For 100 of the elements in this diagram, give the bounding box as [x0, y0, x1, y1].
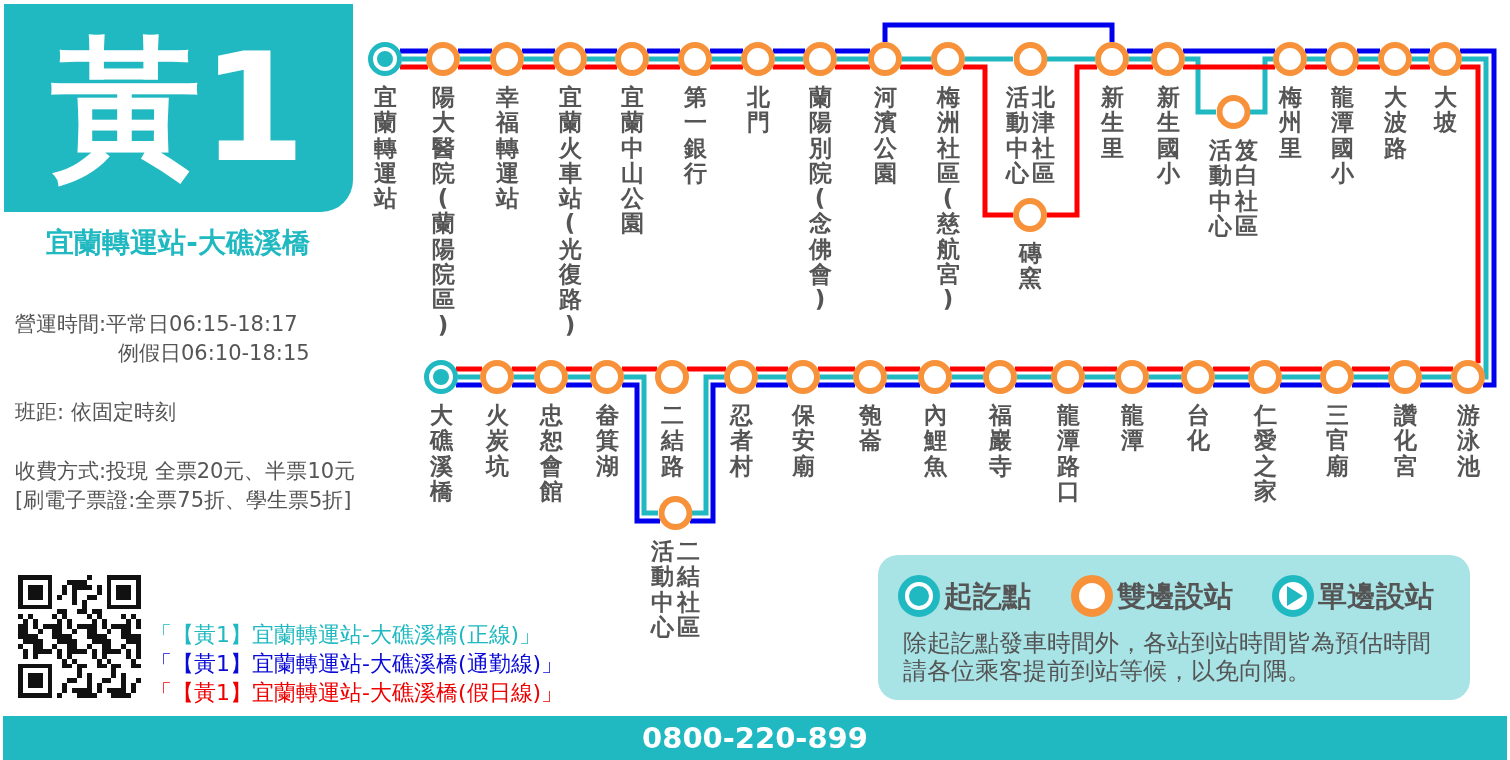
stop-name: 宜蘭中山公園 [620, 85, 644, 237]
route-line [882, 22, 1115, 42]
route-line [687, 366, 726, 372]
stop-name: 龍潭國小 [1330, 85, 1354, 187]
route-line [952, 374, 983, 380]
stop-name: 宜蘭火車站(光復路) [558, 85, 582, 338]
route-variant-text: 「【黃1】宜蘭轉運站-大礁溪橋(正線)」 [150, 622, 542, 649]
stop-name: 畚箕湖 [595, 403, 619, 479]
stop-name: 蘭陽別院(念佛會) [808, 85, 832, 313]
route-line [1410, 48, 1430, 54]
route-line [837, 56, 868, 62]
route-line [1420, 382, 1453, 388]
route-line [1185, 56, 1216, 115]
route-line [460, 56, 490, 62]
route-line [1410, 64, 1430, 70]
route-line [692, 374, 724, 516]
stop-name: 游泳池 [1456, 403, 1480, 479]
route-line [756, 366, 788, 372]
stop-name: 磚窯 [1018, 241, 1042, 292]
stop-name: 福巖寺 [988, 403, 1012, 479]
stop-name: 大坡 [1433, 85, 1457, 136]
route-line [1352, 382, 1390, 388]
route-line [887, 374, 918, 380]
stop-name: 梅州里 [1278, 85, 1302, 161]
stop-name: 新生里 [1100, 85, 1124, 161]
stop-name: 梅洲社區(慈航宮) [936, 85, 960, 313]
notice-text: 除起訖點發車時間外，各站到站時間皆為預估時間請各位乘客提前到站等候，以免向隅。 [903, 629, 1432, 686]
route-line [1460, 64, 1481, 364]
route-line [458, 374, 480, 380]
route-line [400, 48, 428, 54]
route-line [1183, 64, 1275, 70]
legend-label: 單邊設站 [1318, 578, 1434, 614]
route-line [775, 56, 803, 62]
route-line [647, 48, 680, 54]
stop-name: 二結路 [660, 403, 684, 479]
route-variant-text: 「【黃1】宜蘭轉運站-大礁溪橋(假日線)」 [150, 680, 564, 707]
stop-name: 忍者村 [729, 403, 753, 479]
route-line [1462, 56, 1489, 380]
route-line [963, 64, 1013, 218]
route-line [522, 48, 555, 54]
stop-name: 三官廟 [1325, 403, 1349, 479]
route-line [1213, 382, 1250, 388]
stop-name: 保安廟 [791, 403, 815, 479]
headway-text: 班距: 依固定時刻 [15, 400, 176, 426]
stop-name: 匏崙 [858, 403, 882, 454]
fare-text: [刷電子票證:全票75折、學生票5折] [15, 488, 352, 514]
route-line [622, 382, 660, 524]
route-line [566, 382, 592, 388]
route-line [820, 374, 853, 380]
route-line [1280, 382, 1322, 388]
route-line [1047, 64, 1097, 218]
route-line [1412, 56, 1428, 62]
route-line [1215, 374, 1248, 380]
route-line [690, 382, 726, 524]
route-line [402, 56, 426, 62]
route-line [773, 64, 805, 70]
route-line [514, 374, 534, 380]
phone-number: 0800-220-899 [642, 721, 868, 756]
fare-text: 收費方式:投現 全票20元、半票10元 [15, 459, 356, 485]
route-line [818, 366, 855, 372]
route-line [1357, 64, 1380, 70]
stop-name: 忠恕會館 [539, 403, 563, 505]
route-line [568, 374, 590, 380]
route-line [773, 48, 805, 54]
route-line [1213, 366, 1250, 372]
stop-name: 大礁溪橋 [429, 403, 453, 505]
route-line [885, 366, 920, 372]
route-line [1282, 374, 1320, 380]
route-line [585, 48, 617, 54]
route-line [458, 48, 492, 54]
route-line [1357, 48, 1380, 54]
route-line [1354, 374, 1388, 380]
stop-name: 陽大醫院(蘭陽院區) [431, 85, 455, 338]
stop-name: 北門 [746, 85, 770, 136]
stop-name: 二結社區活動中心 [650, 539, 700, 641]
route-line [587, 56, 615, 62]
route-line [1127, 48, 1153, 54]
legend-label: 起訖點 [944, 578, 1031, 614]
route-line [512, 366, 536, 372]
stop-name: 宜蘭轉運站 [373, 85, 397, 212]
route-line [1183, 48, 1275, 54]
route-line [712, 56, 741, 62]
route-line [965, 56, 1013, 62]
route-line [1305, 48, 1327, 54]
stop-name: 仁愛之家 [1253, 403, 1277, 505]
stop-name: 新生國小 [1156, 85, 1180, 187]
stop-name: 笈白社區活動中心 [1208, 138, 1258, 240]
route-line [1147, 366, 1183, 372]
route-line [622, 366, 657, 372]
route-line [1015, 366, 1053, 372]
route-line [1085, 374, 1115, 380]
route-line [1149, 374, 1181, 380]
route-line [512, 382, 536, 388]
route-line [756, 382, 788, 388]
route-line [950, 382, 985, 388]
route-line [835, 64, 870, 70]
route-subtitle: 宜蘭轉運站-大礁溪橋 [46, 226, 310, 260]
route-line [1420, 366, 1453, 372]
route-line [1352, 366, 1390, 372]
route-line [456, 382, 482, 388]
